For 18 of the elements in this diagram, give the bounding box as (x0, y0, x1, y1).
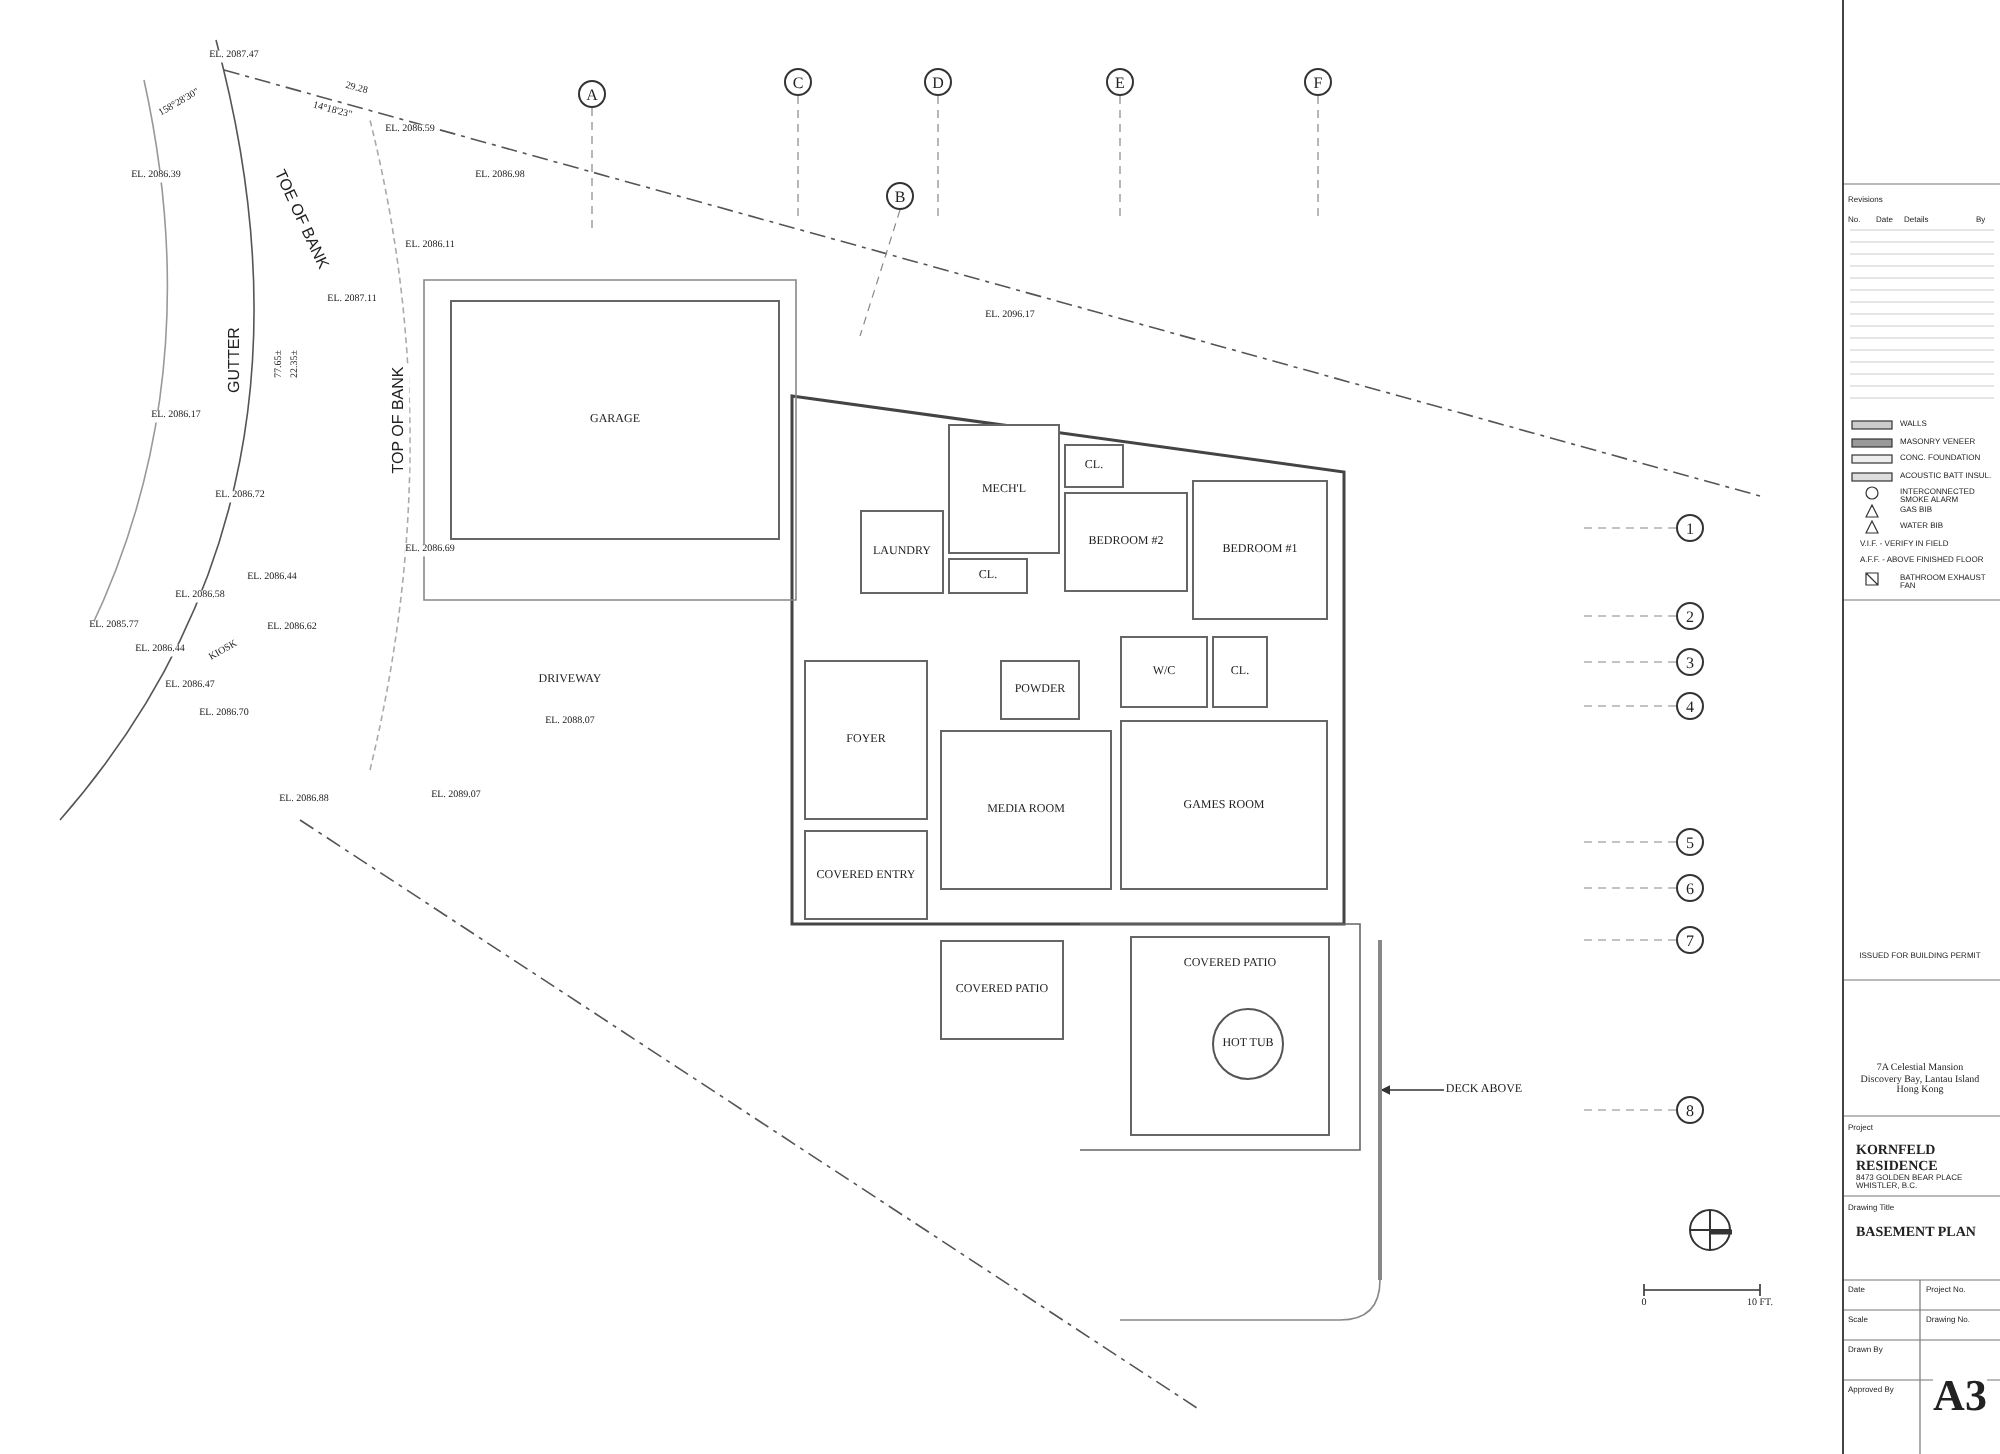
grid-bubble: E (1106, 68, 1134, 96)
grid-bubble: B (886, 182, 914, 210)
grid-bubble: 8 (1676, 1096, 1704, 1124)
grid-bubble: C (784, 68, 812, 96)
leader-line (1380, 1085, 1445, 1095)
grid-bubble: F (1304, 68, 1332, 96)
grid-bubble: 4 (1676, 692, 1704, 720)
deck-edge-line (1378, 940, 1382, 1280)
grid-bubble: D (924, 68, 952, 96)
grid-bubble: 1 (1676, 514, 1704, 542)
grid-bubble: 5 (1676, 828, 1704, 856)
grid-bubble: A (578, 80, 606, 108)
grid-bubble: 7 (1676, 926, 1704, 954)
grid-bubble: 6 (1676, 874, 1704, 902)
site-label: GUTTER (227, 327, 245, 393)
grid-bubble: 3 (1676, 648, 1704, 676)
site-label: TOP OF BANK (391, 366, 409, 474)
grid-bubble: 2 (1676, 602, 1704, 630)
